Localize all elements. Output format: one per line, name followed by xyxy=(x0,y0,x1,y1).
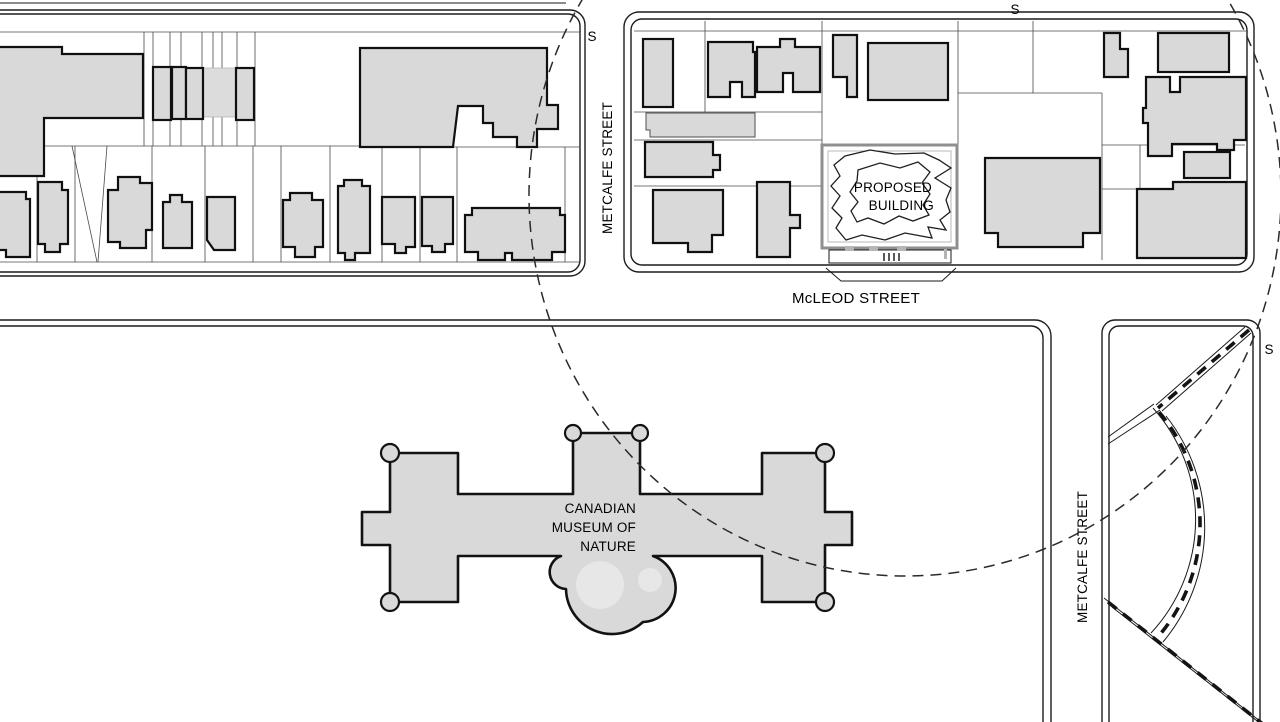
walkway-arc xyxy=(1155,410,1202,640)
museum-label-line2: MUSEUM OF xyxy=(552,520,636,535)
museum-turret xyxy=(630,423,650,443)
building-footprint xyxy=(0,45,145,178)
layby-tab xyxy=(845,246,854,251)
shape-parcel xyxy=(97,145,108,263)
building-footprint-light xyxy=(645,112,756,138)
museum-turret xyxy=(379,591,401,613)
rowhouse xyxy=(184,66,205,121)
walkway-lower xyxy=(1106,600,1264,722)
building-footprint xyxy=(866,41,950,102)
museum-apse-shade xyxy=(576,561,624,609)
museum-label-line3: NATURE xyxy=(580,539,636,554)
building-footprint xyxy=(1102,31,1130,79)
radius-circle xyxy=(528,0,1280,577)
shape-thin xyxy=(1150,407,1197,634)
building-footprint xyxy=(706,40,757,99)
block-northwest-outer xyxy=(0,9,586,277)
rowhouse-band xyxy=(202,67,237,118)
rowhouse xyxy=(170,65,188,121)
shape-thin xyxy=(1161,332,1252,412)
house-footprint xyxy=(336,178,372,262)
building-footprint xyxy=(1182,150,1232,180)
house-footprint xyxy=(281,191,325,259)
proposed-building-label-line1: PROPOSED xyxy=(854,180,932,195)
museum-turret xyxy=(814,591,836,613)
museum-apse-shade xyxy=(638,568,662,592)
block-southeast-inner xyxy=(1108,325,1254,722)
building-footprint xyxy=(643,140,722,179)
layby-tab xyxy=(869,246,878,251)
shape-thin xyxy=(1162,415,1206,643)
block-museum-inner xyxy=(0,325,1044,722)
house-footprint xyxy=(420,195,455,254)
marker-s-southeast: S xyxy=(1264,342,1273,357)
block-northeast-outer xyxy=(623,11,1255,273)
building-footprint xyxy=(358,46,560,149)
street-label-mcleod: McLEOD STREET xyxy=(792,290,920,307)
building-footprint xyxy=(831,33,859,99)
house-footprint xyxy=(161,193,194,250)
proposed-site-frame-inner xyxy=(827,150,952,243)
plan-labels: METCALFE STREET McLEOD STREET METCALFE S… xyxy=(552,2,1274,623)
house-footprint xyxy=(36,180,70,254)
walkway-upper xyxy=(1156,328,1251,410)
shape-thin xyxy=(1155,326,1246,406)
building-footprint xyxy=(1156,31,1231,74)
building-footprint xyxy=(641,37,675,109)
house-footprint xyxy=(463,206,567,262)
building-footprint xyxy=(755,37,822,94)
rowhouse xyxy=(234,66,256,122)
building-footprint xyxy=(1141,75,1248,158)
proposed-building-outline-inner xyxy=(849,161,931,225)
street-label-metcalfe-top: METCALFE STREET xyxy=(600,102,615,234)
house-footprint xyxy=(0,190,32,259)
shape-thin xyxy=(1107,409,1161,445)
layby-post xyxy=(944,249,947,259)
building-footprint xyxy=(983,156,1102,249)
marker-s-metcalfe-top: S xyxy=(587,29,596,44)
rowhouse xyxy=(151,65,173,122)
block-museum-outer xyxy=(0,319,1052,722)
driveway-apron xyxy=(825,267,957,282)
house-footprint xyxy=(380,195,417,255)
block-northeast-inner xyxy=(630,18,1248,266)
house-footprint xyxy=(106,175,154,250)
street-label-metcalfe-right: METCALFE STREET xyxy=(1075,491,1090,623)
marker-s-northeast: S xyxy=(1010,2,1019,17)
shape-parcel xyxy=(71,145,98,263)
layby xyxy=(828,249,952,264)
layby-tab xyxy=(897,246,906,251)
shape-thin xyxy=(1107,403,1155,438)
building-footprint xyxy=(755,180,802,259)
museum-turret xyxy=(563,423,583,443)
house-footprint xyxy=(205,195,237,252)
museum-label-line1: CANADIAN xyxy=(565,501,636,516)
building-footprint xyxy=(651,188,725,254)
proposed-building-label-line2: BUILDING xyxy=(869,198,934,213)
museum-turret xyxy=(814,442,836,464)
building-footprint xyxy=(1135,180,1248,260)
museum-turret xyxy=(379,442,401,464)
proposed-building-outline xyxy=(830,149,953,241)
block-southeast-outer xyxy=(1101,319,1261,722)
block-northwest-inner xyxy=(0,13,581,273)
